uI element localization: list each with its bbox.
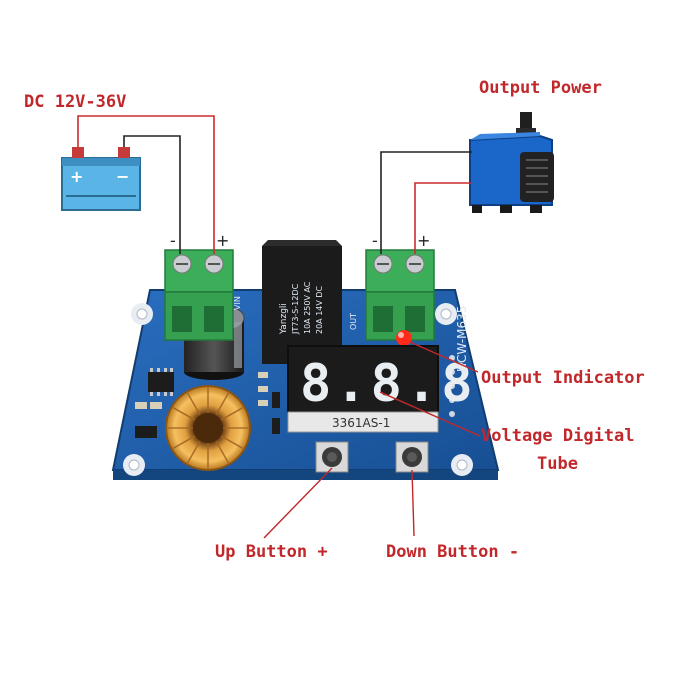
voltage-display: 8.8.8 3361AS-1	[287, 345, 477, 433]
silk-vin: VIN	[233, 296, 242, 310]
display-digits: 8.8.8	[300, 354, 477, 414]
board-model: HCW-M635	[455, 306, 469, 372]
toroid-inductor-icon	[165, 385, 251, 471]
wiring	[77, 115, 472, 254]
display-part-number: 3361AS-1	[332, 416, 390, 430]
input-minus-sign: -	[170, 231, 176, 250]
output-minus-sign: -	[372, 231, 378, 250]
label-power-input: DC 12V-36V	[24, 92, 127, 112]
label-voltage-tube-1: Voltage Digital	[481, 426, 635, 446]
mounting-hole-icon	[123, 303, 473, 476]
relay-brand: Yanzgli	[279, 303, 289, 335]
svg-text:−: −	[116, 167, 129, 186]
output-indicator-led	[396, 330, 412, 346]
silk-out: OUT	[349, 313, 358, 330]
smd-components	[135, 368, 280, 438]
label-output-power: Output Power	[479, 78, 602, 98]
relay: Yanzgli JT73-S-12DC 10A 250V AC 20A 14V …	[262, 240, 342, 364]
input-plus-sign: +	[216, 231, 229, 250]
relay-rating-dc: 20A 14V DC	[315, 285, 324, 334]
output-plus-sign: +	[417, 231, 430, 250]
output-terminal-block	[365, 249, 435, 341]
label-voltage-tube-2: Tube	[537, 454, 578, 474]
callout-lines	[263, 341, 481, 539]
input-terminal-block	[164, 249, 234, 341]
label-up-button: Up Button +	[215, 542, 328, 562]
relay-part: JT73-S-12DC	[291, 283, 300, 335]
water-pump-icon	[469, 112, 554, 213]
up-button[interactable]	[315, 441, 349, 473]
label-output-indicator: Output Indicator	[481, 368, 645, 388]
down-button[interactable]	[395, 441, 429, 473]
label-down-button: Down Button -	[386, 542, 520, 562]
battery-icon: + −	[61, 147, 141, 211]
relay-rating-ac: 10A 250V AC	[303, 281, 312, 334]
svg-text:+: +	[70, 167, 83, 186]
